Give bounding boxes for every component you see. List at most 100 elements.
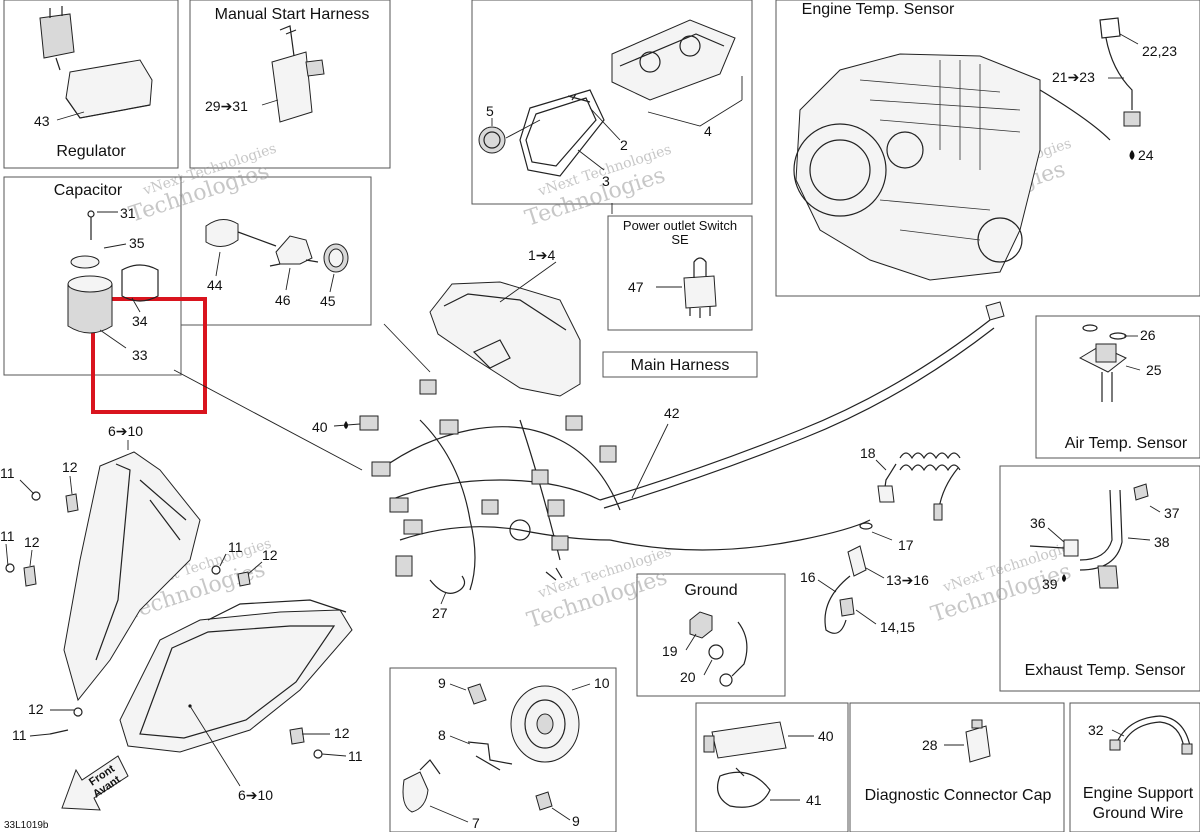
callout-45: 45	[320, 293, 336, 309]
callout-32: 32	[1088, 722, 1104, 738]
callout-4: 4	[704, 123, 712, 139]
callout-12-a: 12	[62, 459, 78, 475]
callout-12-e: 12	[28, 701, 44, 717]
capacitor-title: Capacitor	[54, 182, 123, 199]
callout-35: 35	[129, 235, 145, 251]
regulator-part	[39, 6, 153, 121]
drawing-code: 33L1019b	[4, 820, 49, 831]
callout-36: 36	[1030, 515, 1046, 531]
manual-start-harness-part	[261, 25, 325, 123]
gauge-parts	[478, 19, 743, 214]
exhaust-temp-sensor-box	[999, 465, 1200, 692]
callout-5: 5	[486, 103, 494, 119]
callout-21-23: 21➔23	[1052, 69, 1095, 85]
callout-11-a: 11	[0, 465, 15, 481]
diagnostic-connector-cap-title: Diagnostic Connector Cap	[865, 787, 1052, 804]
engine-support-ground-wire-part	[1109, 715, 1193, 755]
callout-28: 28	[922, 737, 938, 753]
callout-14-15: 14,15	[880, 619, 915, 635]
ground-box	[636, 573, 786, 697]
manual-start-harness-title: Manual Start Harness	[215, 6, 370, 23]
callout-13-16: 13➔16	[886, 572, 929, 588]
callout-33: 33	[132, 347, 148, 363]
front-arrow: Front Avant	[61, 755, 129, 811]
callout-18: 18	[860, 445, 876, 461]
power-outlet-switch-part	[656, 257, 717, 318]
callout-11-e: 11	[12, 727, 27, 743]
callout-9-a: 9	[438, 675, 446, 691]
engine-support-ground-wire-box	[1069, 702, 1200, 832]
callout-12-b: 12	[24, 534, 40, 550]
highlight-rectangle	[91, 297, 207, 414]
headlight-lens-right	[119, 599, 353, 787]
tether-cord	[859, 452, 961, 541]
headlight-housing-left	[5, 440, 263, 737]
exhaust-temp-sensor-part	[1029, 483, 1161, 589]
callout-40-harness: 40	[312, 419, 328, 435]
regulator-title: Regulator	[56, 143, 126, 160]
callout-27: 27	[432, 605, 448, 621]
air-temp-sensor-box	[1035, 315, 1200, 459]
callout-46: 46	[275, 292, 291, 308]
callout-7: 7	[472, 815, 480, 831]
power-outlet-switch-subtitle: SE	[671, 232, 689, 247]
regulator-box	[3, 0, 179, 169]
callout-41: 41	[806, 792, 822, 808]
callout-16: 16	[800, 569, 816, 585]
callout-11-d: 11	[348, 748, 363, 764]
ground-wire-title: Ground Wire	[1093, 805, 1184, 822]
grease-parts	[703, 721, 814, 808]
callout-37: 37	[1164, 505, 1180, 521]
ground-parts	[685, 611, 748, 687]
exhaust-temp-sensor-title: Exhaust Temp. Sensor	[1025, 662, 1186, 679]
engine-temp-sensor-box	[775, 0, 1200, 297]
callout-19: 19	[662, 643, 678, 659]
callout-26: 26	[1140, 327, 1156, 343]
main-wiring-harness	[173, 261, 1005, 605]
callout-3: 3	[602, 173, 610, 189]
power-outlet-switch-box	[607, 215, 753, 331]
connector-parts	[205, 219, 349, 293]
callout-12-d: 12	[334, 725, 350, 741]
main-harness-title: Main Harness	[631, 357, 730, 374]
callout-25: 25	[1146, 362, 1162, 378]
callout-40-grease: 40	[818, 728, 834, 744]
diagnostic-cap-part	[944, 719, 991, 763]
callout-12-c: 12	[262, 547, 278, 563]
callout-6-10-upper: 6➔10	[108, 423, 143, 439]
callout-9-b: 9	[572, 813, 580, 829]
callout-24: 24	[1138, 147, 1154, 163]
callout-8: 8	[438, 727, 446, 743]
callout-47: 47	[628, 279, 644, 295]
callout-39: 39	[1042, 576, 1058, 592]
engine-illustration	[793, 17, 1141, 281]
callout-20: 20	[680, 669, 696, 685]
engine-temp-sensor-title: Engine Temp. Sensor	[802, 1, 955, 18]
ground-title: Ground	[684, 582, 737, 599]
callout-42: 42	[664, 405, 680, 421]
manual-start-harness-box	[189, 0, 391, 169]
callout-10: 10	[594, 675, 610, 691]
callout-22-23: 22,23	[1142, 43, 1177, 59]
capacitor-part	[67, 210, 159, 349]
dashboard-cluster	[429, 281, 581, 397]
air-temp-sensor-title: Air Temp. Sensor	[1065, 435, 1188, 452]
callout-6-10-lower: 6➔10	[238, 787, 273, 803]
power-outlet-switch-title: Power outlet Switch	[623, 218, 737, 233]
callout-44: 44	[207, 277, 223, 293]
tether-switch	[817, 545, 885, 634]
callout-31: 31	[120, 205, 136, 221]
air-temp-sensor-part	[1078, 324, 1141, 402]
callout-34: 34	[132, 313, 148, 329]
headlight-bulb-box	[389, 667, 617, 832]
callout-38: 38	[1154, 534, 1170, 550]
callout-1-4: 1➔4	[528, 247, 556, 263]
callout-11-c: 11	[228, 539, 243, 555]
diagnostic-connector-cap-box	[849, 702, 1065, 832]
grease-box	[695, 702, 849, 832]
callout-2: 2	[620, 137, 628, 153]
callout-17: 17	[898, 537, 914, 553]
callout-43: 43	[34, 113, 50, 129]
